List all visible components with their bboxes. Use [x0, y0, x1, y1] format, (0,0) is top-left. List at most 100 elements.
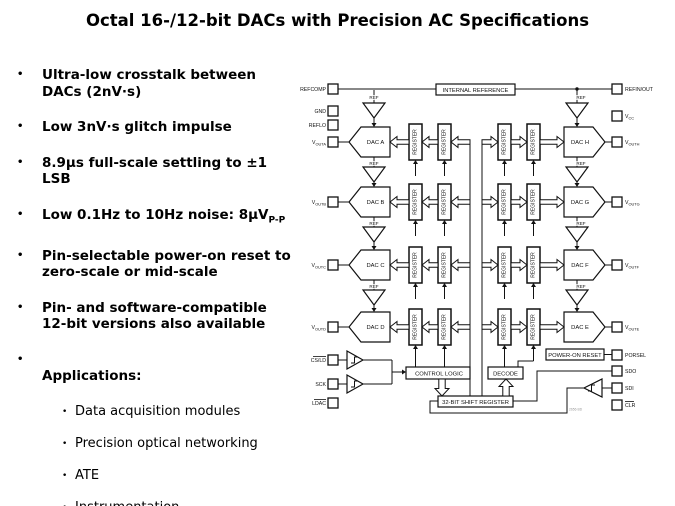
reference-wiring: [338, 87, 612, 103]
svg-text:VOUTD: VOUTD: [312, 325, 327, 331]
control-logic-label: CONTROL LOGIC: [415, 372, 463, 378]
svg-text:REF: REF: [576, 221, 585, 226]
svg-text:DAC E: DAC E: [571, 325, 589, 331]
pin-reflo: [327, 119, 339, 131]
svg-text:REGISTER: REGISTER: [502, 129, 508, 155]
dac-blocks: DAC A DAC B DAC C DAC D DAC H DAC G DAC …: [348, 126, 606, 343]
svg-text:CS/LD: CS/LD: [311, 358, 327, 364]
svg-text:REGISTER: REGISTER: [413, 129, 419, 155]
shift-register-label: 32-BIT SHIFT REGISTER: [442, 400, 509, 406]
svg-text:CLR: CLR: [625, 403, 636, 409]
pins-right: REFIN/OUT VCC VOUTH VOUTG VOUTF VOUTE PO…: [611, 83, 654, 411]
pin-voutc: [327, 259, 339, 271]
register-grid: REGISTER REGISTER REGISTER REGISTER REGI…: [408, 123, 541, 346]
block-diagram: INTERNAL REFERENCE REF REF REF REF REF R…: [300, 83, 654, 414]
svg-text:REGISTER: REGISTER: [531, 189, 537, 215]
bullet-noise: • Low 0.1Hz to 10Hz noise: 8µVP-P: [10, 207, 310, 229]
list-item: •Data acquisition modules: [62, 403, 241, 419]
pins-left: REFCOMP GND REFLO VOUTA VOUTB VOUTC VOUT…: [300, 83, 339, 409]
svg-text:REGISTER: REGISTER: [413, 189, 419, 215]
svg-text:REGISTER: REGISTER: [531, 252, 537, 278]
pin-vouta: [327, 136, 339, 148]
svg-text:REGISTER: REGISTER: [413, 252, 419, 278]
svg-text:REGISTER: REGISTER: [442, 189, 448, 215]
svg-text:DAC D: DAC D: [366, 325, 384, 331]
list-item: •Instrumentation: [42, 500, 258, 506]
svg-text:GND: GND: [314, 109, 326, 115]
bullet-crosstalk: • Ultra-low crosstalk between DACs (2nV·…: [10, 67, 310, 100]
svg-text:REF: REF: [369, 284, 378, 289]
svg-text:LDAC: LDAC: [312, 401, 326, 407]
pin-voutg: [611, 196, 623, 208]
internal-reference-label: INTERNAL REFERENCE: [443, 88, 509, 94]
svg-text:REF: REF: [576, 161, 585, 166]
center-bus-lines: [469, 142, 483, 396]
svg-text:REF: REF: [576, 284, 585, 289]
svg-text:DAC B: DAC B: [367, 200, 385, 206]
pin-voutd: [327, 321, 339, 333]
pin-voute: [611, 321, 623, 333]
svg-text:REF: REF: [369, 161, 378, 166]
internal-reference-box: [435, 83, 516, 96]
svg-text:VOUTG: VOUTG: [625, 200, 640, 206]
svg-text:REGISTER: REGISTER: [502, 189, 508, 215]
bus-arrows: [389, 135, 565, 334]
svg-text:REF: REF: [369, 221, 378, 226]
bullet-applications: • Applications: •Data acquisition module…: [10, 352, 310, 506]
subscript-ppp: P-P: [268, 215, 286, 226]
bullet-icon: •: [17, 301, 24, 313]
pin-clr: [611, 399, 623, 411]
bullet-icon: •: [17, 353, 24, 365]
svg-text:REFIN/OUT: REFIN/OUT: [625, 87, 654, 93]
svg-text:SDO: SDO: [625, 369, 636, 375]
pin-refcomp: [327, 83, 339, 95]
pin-csld: [327, 354, 339, 366]
svg-text:SCK: SCK: [315, 382, 326, 388]
svg-text:DAC G: DAC G: [571, 200, 590, 206]
pin-vcc: [611, 110, 623, 122]
ref-buffers-right: REF REF REF REF: [564, 94, 590, 312]
figure-tag: 2656 BD: [569, 408, 583, 412]
svg-text:SDI: SDI: [625, 386, 634, 392]
bullet-settling: • 8.9µs full-scale settling to ±1 LSB: [10, 155, 310, 188]
svg-text:REFCOMP: REFCOMP: [300, 87, 326, 93]
pin-sdo: [611, 365, 623, 377]
svg-text:REGISTER: REGISTER: [502, 252, 508, 278]
svg-text:VOUTB: VOUTB: [312, 200, 327, 206]
pin-sck: [327, 378, 339, 390]
bullet-power-on-reset: • Pin-selectable power-on reset to zero-…: [10, 248, 310, 281]
svg-text:DAC F: DAC F: [571, 263, 589, 269]
down-arrow: [433, 378, 451, 397]
svg-text:REGISTER: REGISTER: [442, 129, 448, 155]
pin-sdi: [611, 382, 623, 394]
pin-vouth: [611, 136, 623, 148]
pin-gnd: [327, 105, 339, 117]
svg-text:VOUTF: VOUTF: [625, 263, 640, 269]
svg-text:DAC C: DAC C: [366, 263, 384, 269]
svg-text:VOUTA: VOUTA: [312, 140, 326, 146]
svg-text:PORSEL: PORSEL: [625, 353, 646, 359]
register-load-lines: [413, 160, 536, 367]
pin-voutb: [327, 196, 339, 208]
svg-text:REFLO: REFLO: [309, 123, 326, 129]
control-logic-box: [405, 366, 471, 380]
svg-text:REGISTER: REGISTER: [442, 252, 448, 278]
svg-text:DAC H: DAC H: [571, 140, 589, 146]
svg-text:REF: REF: [576, 95, 585, 100]
feature-bullet-list: • Ultra-low crosstalk between DACs (2nV·…: [10, 67, 310, 506]
sdi-buffer: [582, 378, 603, 398]
bullet-icon: •: [17, 121, 24, 132]
pin-voutf: [611, 259, 623, 271]
svg-text:REGISTER: REGISTER: [413, 314, 419, 340]
bullet-icon: •: [17, 156, 24, 168]
bullet-compatibility: • Pin- and software-compatible 12-bit ve…: [10, 300, 310, 333]
svg-text:REGISTER: REGISTER: [531, 129, 537, 155]
ref-buffers-left: REF REF REF REF: [361, 94, 387, 312]
output-wires: [338, 141, 612, 328]
svg-text:REGISTER: REGISTER: [531, 314, 537, 340]
svg-text:VOUTC: VOUTC: [312, 263, 327, 269]
applications-sublist: •Data acquisition modules •Precision opt…: [42, 388, 258, 506]
input-buffers: [338, 349, 612, 414]
applications-heading: Applications:: [42, 368, 142, 385]
